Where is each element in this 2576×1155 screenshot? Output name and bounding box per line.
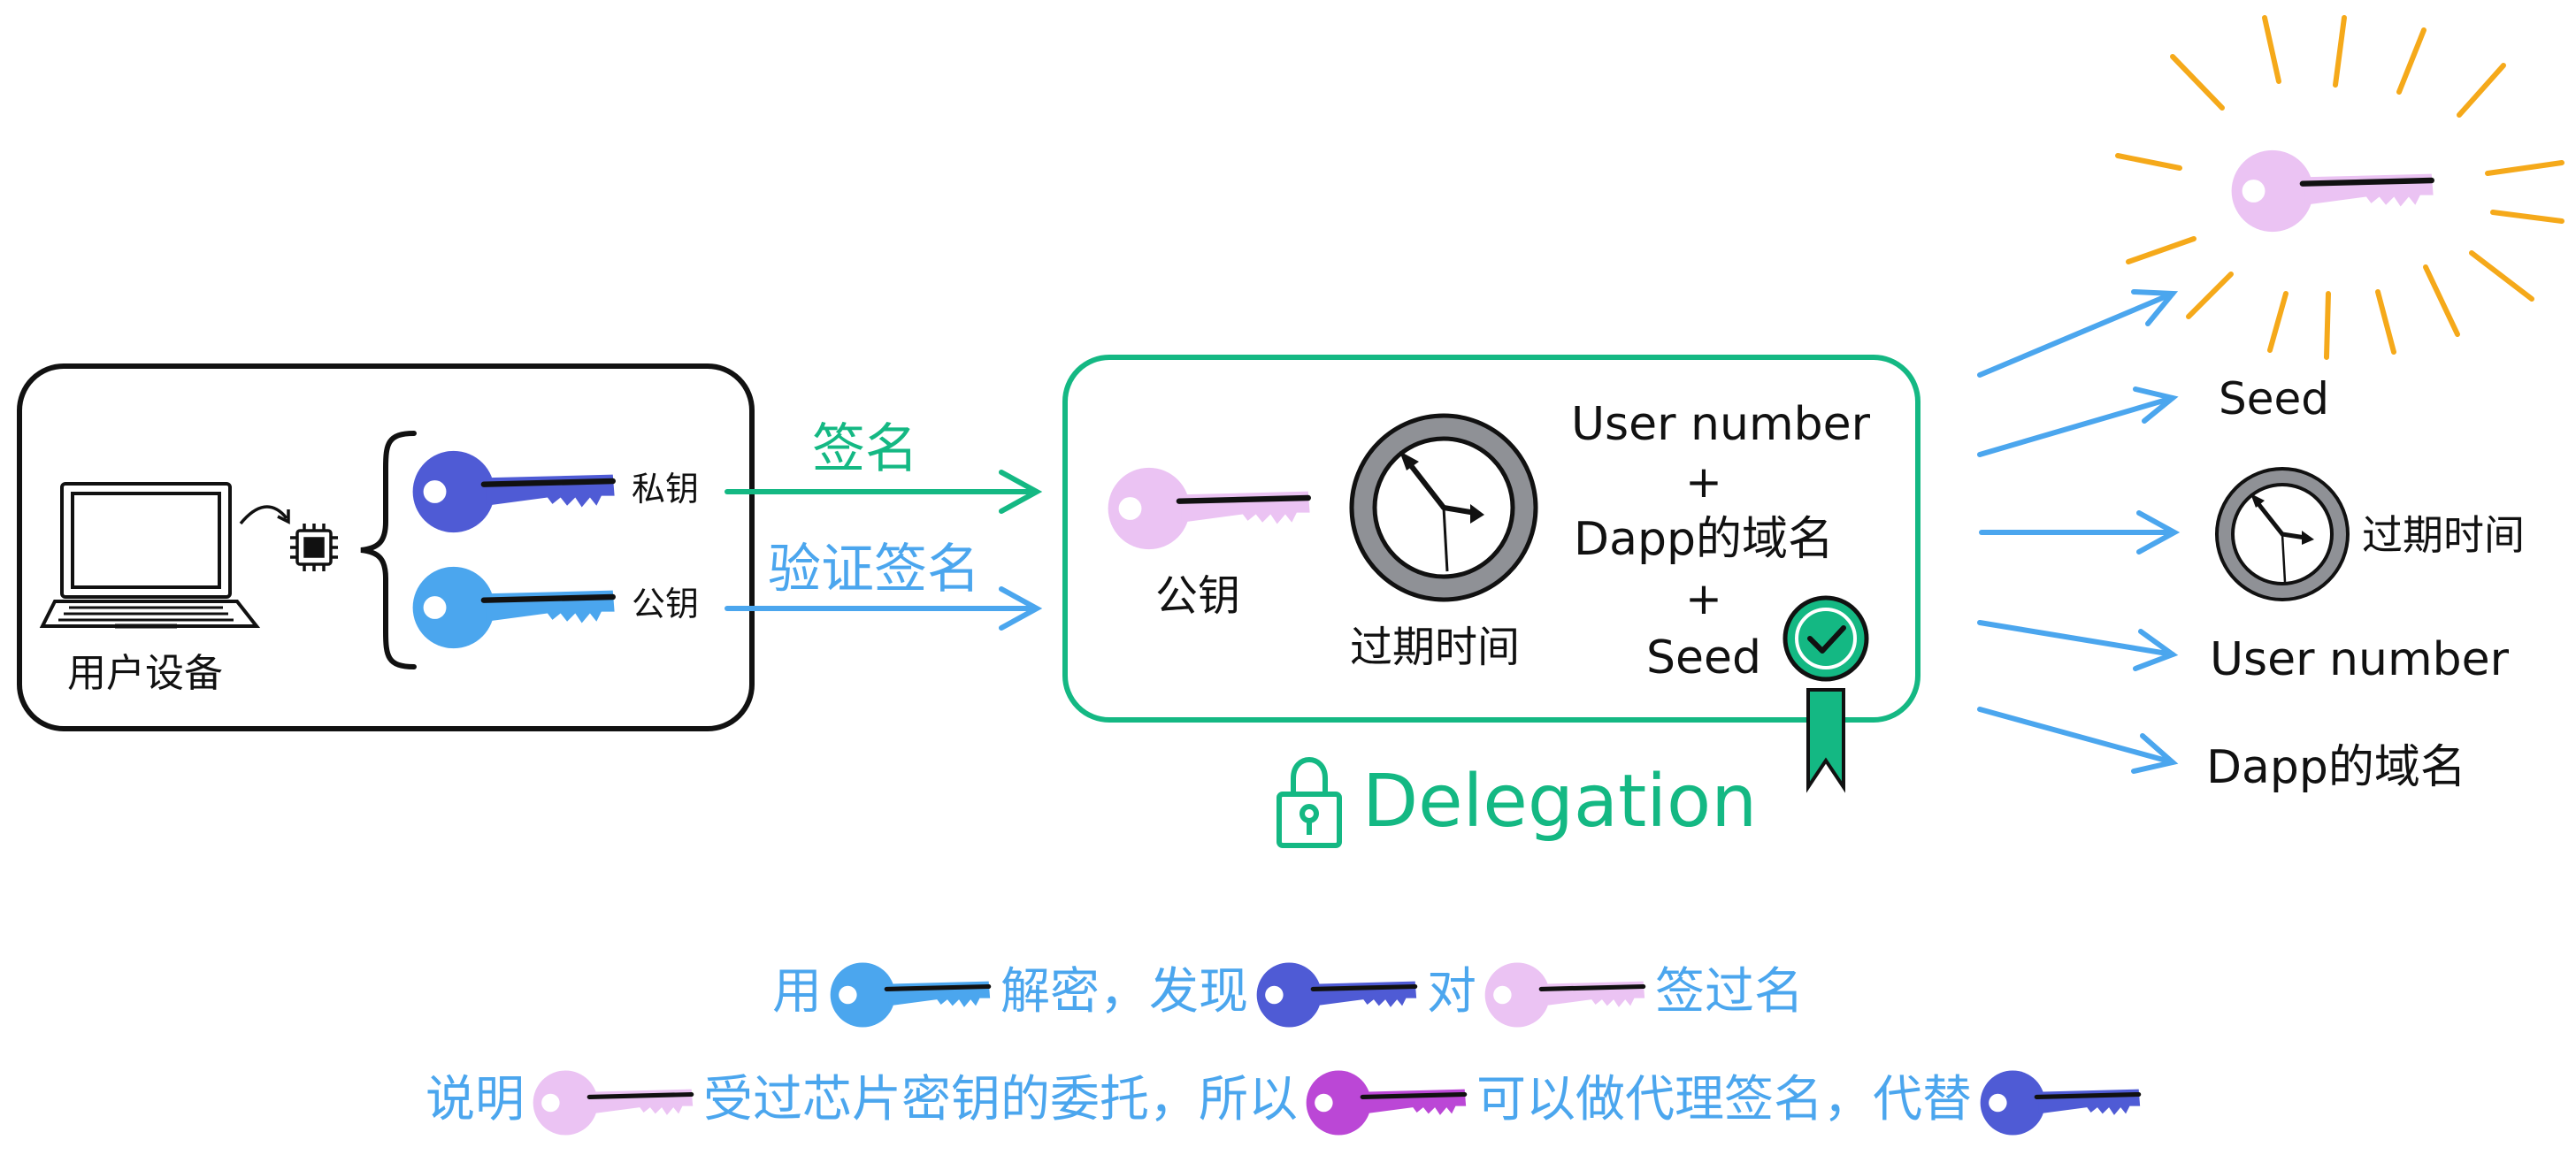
- delegation-plus-1: +: [1685, 456, 1722, 508]
- expiry-label: 过期时间: [1350, 623, 1521, 672]
- inline-indigo-key-icon: [1254, 955, 1422, 1035]
- output-dapp-domain-label: Dapp的域名: [2206, 741, 2466, 794]
- private-key-label: 私钥: [632, 470, 700, 509]
- inline-pink-key-icon: [1482, 955, 1650, 1035]
- explanation-2-part-3: 可以做代理签名，代替: [1476, 1071, 1972, 1128]
- delegation-public-key-icon: [1108, 468, 1310, 549]
- device-box: [17, 363, 755, 731]
- verify-signature-label: 验证签名: [768, 539, 980, 600]
- explanation-1-part-1: 用: [772, 963, 822, 1021]
- sign-label: 签名: [812, 418, 918, 480]
- arrow-to-dapp-domain: [1977, 707, 2179, 774]
- delegation-seed: Seed: [1646, 631, 1761, 685]
- arrow-to-seed-key: [1977, 289, 2179, 378]
- output-user-number-label: User number: [2210, 633, 2509, 686]
- delegation-plus-2: +: [1685, 573, 1722, 624]
- public-key-label: 公钥: [632, 585, 700, 623]
- public-key-icon: [413, 567, 615, 648]
- output-expiry-label: 过期时间: [2362, 511, 2525, 559]
- sunburst-icon: [2115, 15, 2564, 360]
- explanation-1-part-4: 签过名: [1655, 963, 1804, 1021]
- verify-arrow: [724, 586, 1043, 631]
- lock-icon: [1276, 757, 1342, 848]
- arrow-to-expiry: [1979, 510, 2181, 555]
- laptop-icon: [39, 482, 261, 629]
- verified-badge-icon: [1782, 595, 1869, 793]
- arrow-to-user-number: [1977, 620, 2179, 671]
- curly-brace: [360, 431, 417, 669]
- inline-indigo-key-icon: [1977, 1063, 2145, 1143]
- sign-arrow: [724, 470, 1043, 514]
- private-key-icon: [413, 451, 615, 532]
- delegation-public-key-label: 公钥: [1155, 571, 1241, 621]
- laptop-to-chip-arrow: [239, 505, 288, 525]
- output-arrows: [1977, 289, 2181, 774]
- seed-key-icon: [2232, 150, 2434, 232]
- delegation-title: Delegation: [1362, 760, 1758, 844]
- inline-lightblue-key-icon: [827, 955, 995, 1035]
- inline-pink-key-icon: [530, 1063, 698, 1143]
- inline-magenta-key-icon: [1303, 1063, 1471, 1143]
- delegation-box: [1062, 355, 1920, 723]
- chip-icon: [290, 524, 338, 571]
- output-seed-label: Seed: [2219, 373, 2329, 425]
- explanation-2-part-2: 受过芯片密钥的委托，所以: [703, 1071, 1298, 1128]
- explanation-line-1: 用 解密，发现 对 签过名: [0, 952, 2576, 1035]
- delegation-dapp-domain: Dapp的域名: [1574, 513, 1834, 566]
- explanation-1-part-3: 对: [1427, 963, 1476, 1021]
- delegation-user-number: User number: [1571, 398, 1870, 451]
- explanation-2-part-1: 说明: [426, 1071, 525, 1128]
- expiry-clock-icon: [1349, 413, 1538, 602]
- output-clock-icon: [2215, 467, 2350, 601]
- device-label: 用户设备: [67, 651, 223, 696]
- explanation-1-part-2: 解密，发现: [1000, 963, 1248, 1021]
- explanation-line-2: 说明 受过芯片密钥的委托，所以 可以做代理签名，代替: [0, 1059, 2576, 1143]
- arrow-to-seed: [1977, 386, 2179, 457]
